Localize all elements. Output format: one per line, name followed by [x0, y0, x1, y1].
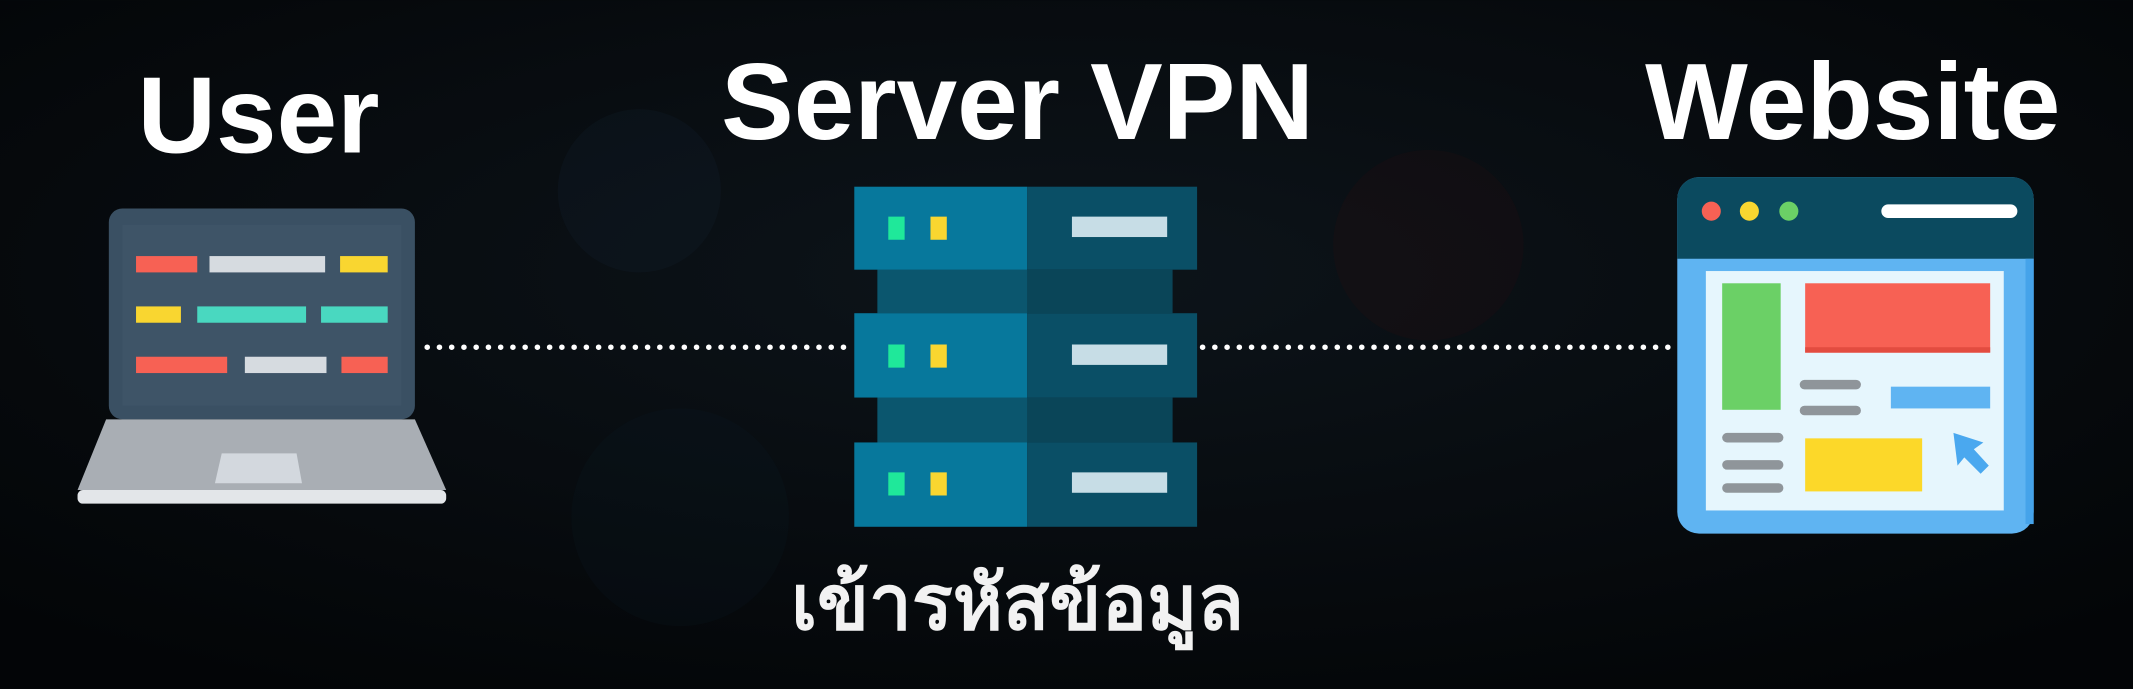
server-unit [854, 313, 1198, 398]
server-unit [854, 442, 1198, 527]
server-unit [854, 186, 1198, 270]
website-title: Website [1645, 41, 2060, 163]
window-minimize-dot [1739, 201, 1759, 221]
cursor-arrow-icon [1953, 432, 1989, 474]
laptop-icon [77, 208, 447, 504]
website-browser-icon [1677, 177, 2034, 534]
server-title: Server VPN [721, 41, 1314, 163]
background-blur-shapes [557, 109, 1524, 627]
server-icon [854, 186, 1198, 527]
address-bar [1881, 204, 2018, 218]
encrypt-caption: เข้ารหัสข้อมูล [791, 558, 1244, 651]
window-close-dot [1701, 201, 1721, 221]
user-title: User [137, 55, 379, 177]
window-maximize-dot [1779, 201, 1799, 221]
